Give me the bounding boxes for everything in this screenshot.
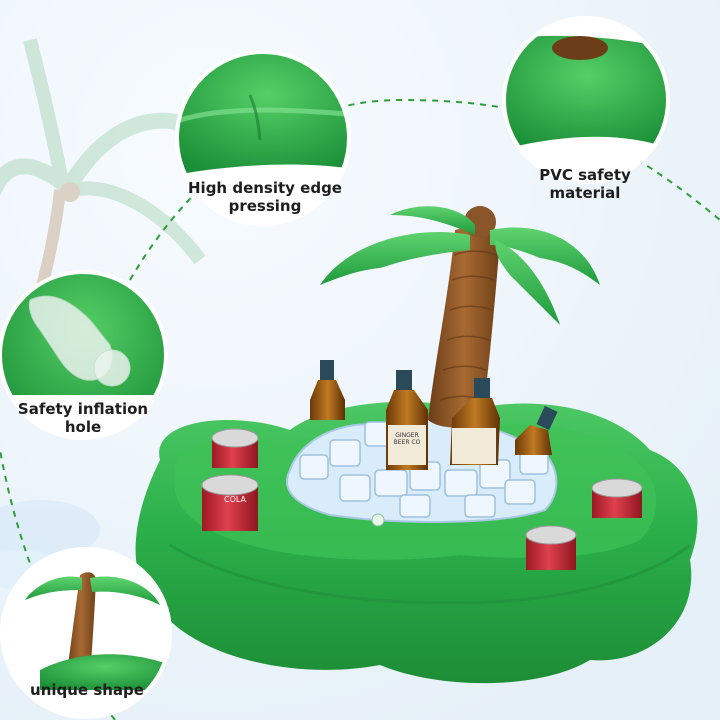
callout-text: PVC safety material — [539, 166, 631, 202]
palm-tree — [320, 206, 600, 428]
callout-inflate-circle — [0, 270, 168, 440]
palm-leaf-right-drop — [495, 240, 560, 325]
palm-trunk — [428, 227, 500, 428]
callout-label-shape: unique shape — [22, 681, 152, 699]
bottle — [515, 405, 558, 455]
can — [211, 428, 259, 468]
callout-text: High density edge pressing — [188, 179, 342, 215]
bottle — [310, 360, 345, 420]
float-valve — [371, 513, 385, 527]
callout-pvc-circle — [502, 16, 670, 184]
callout-edge-circle — [175, 50, 351, 226]
palm-leaf-left — [320, 232, 470, 285]
cans — [201, 428, 643, 570]
callout-label-inflate: Safety inflation hole — [10, 400, 156, 436]
can — [525, 525, 577, 570]
can-brand-text: COLA — [224, 495, 246, 504]
bottle — [386, 370, 428, 470]
float-seam — [169, 543, 691, 605]
island-float — [135, 206, 698, 684]
bottles — [310, 360, 558, 470]
can — [591, 478, 643, 518]
dashed-connector-left — [0, 449, 116, 720]
palm-leaf-top — [390, 206, 475, 235]
callout-shape-circle — [0, 547, 172, 719]
bottle-label-text: GINGER BEER CO — [393, 432, 421, 446]
palm-leaf-right — [490, 227, 600, 285]
callout-label-edge: High density edge pressing — [182, 179, 348, 215]
callout-label-pvc: PVC safety material — [520, 166, 650, 202]
bottle — [450, 378, 500, 465]
callout-text: unique shape — [30, 681, 144, 699]
callout-text: Safety inflation hole — [17, 400, 149, 436]
can — [201, 474, 259, 531]
